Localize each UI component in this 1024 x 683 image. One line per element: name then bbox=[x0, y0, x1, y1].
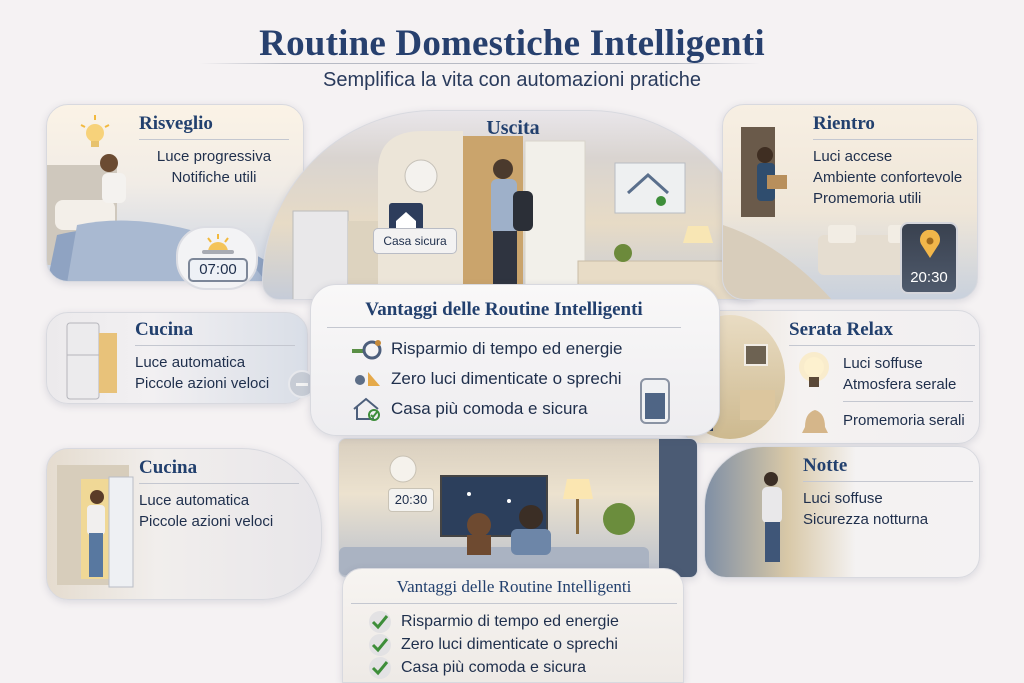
benefit-item: Casa più comoda e sicura bbox=[319, 394, 689, 424]
benefits-panel-bottom: Vantaggi delle Routine Intelligenti Risp… bbox=[342, 568, 684, 683]
card-line: Piccole azioni veloci bbox=[135, 375, 270, 392]
alarm-clock-badge: 07:00 bbox=[176, 226, 258, 290]
check-icon bbox=[369, 610, 391, 633]
card-uscita: Uscita bbox=[262, 110, 762, 300]
living-clock-display: 20:30 bbox=[388, 488, 434, 512]
benefit-label: Zero luci dimenticate o sprechi bbox=[401, 635, 618, 653]
benefits-panel-center: Vantaggi delle Routine Intelligenti Risp… bbox=[310, 284, 720, 436]
benefit-label: Casa più comoda e sicura bbox=[391, 399, 588, 418]
timer-plug-icon bbox=[349, 337, 385, 361]
card-title: Notte bbox=[803, 455, 973, 482]
card-line: Sicurezza notturna bbox=[803, 511, 929, 528]
card-title: Cucina bbox=[135, 319, 295, 346]
smart-device-icon bbox=[640, 378, 670, 424]
card-title: Rientro bbox=[813, 113, 973, 140]
light-off-icon bbox=[349, 367, 385, 391]
benefits-title: Vantaggi delle Routine Intelligenti bbox=[351, 577, 677, 604]
card-line: Luci soffuse bbox=[843, 355, 923, 372]
card-title: Serata Relax bbox=[789, 319, 975, 346]
card-cucina: Cucina Luce automatica Piccole azioni ve… bbox=[46, 312, 308, 404]
sunrise-icon bbox=[202, 234, 234, 254]
card-notte: Notte Luci soffuse Sicurezza notturna bbox=[704, 446, 980, 578]
card-line: Piccole azioni veloci bbox=[139, 513, 274, 530]
card-line: Luce progressiva bbox=[156, 148, 272, 165]
home-check-icon bbox=[349, 397, 385, 421]
card-title: Cucina bbox=[139, 457, 299, 484]
card-line: Notifiche utili bbox=[171, 169, 257, 186]
benefit-item: Risparmio di tempo ed energie bbox=[319, 334, 689, 364]
night-walk-scene bbox=[762, 472, 782, 562]
card-title: Risveglio bbox=[139, 113, 289, 140]
benefit-item: Zero luci dimenticate o sprechi bbox=[319, 364, 689, 394]
card-line: Luci accese bbox=[813, 148, 893, 165]
check-icon bbox=[369, 656, 391, 679]
phone-time: 20:30 bbox=[910, 269, 948, 286]
card-line: Ambiente confortevole bbox=[813, 169, 963, 186]
title-divider bbox=[200, 63, 760, 64]
page-title: Routine Domestiche Intelligenti bbox=[259, 23, 765, 64]
check-icon bbox=[369, 633, 391, 656]
benefit-label: Casa più comoda e sicura bbox=[401, 658, 586, 676]
benefit-item: Risparmio di tempo ed energie bbox=[343, 610, 683, 633]
benefit-label: Risparmio di tempo ed energie bbox=[401, 612, 619, 630]
card-line: Atmosfera serale bbox=[843, 374, 973, 402]
pantry-scene bbox=[57, 465, 134, 588]
bell-icon bbox=[802, 410, 828, 433]
casa-sicura-badge: Casa sicura bbox=[373, 228, 457, 254]
benefit-label: Zero luci dimenticate o sprechi bbox=[391, 369, 622, 388]
location-pin-icon bbox=[920, 230, 940, 258]
light-bulb-icon bbox=[80, 115, 110, 147]
benefit-item: Zero luci dimenticate o sprechi bbox=[343, 633, 683, 656]
page-subtitle: Semplifica la vita con automazioni prati… bbox=[323, 69, 701, 91]
phone-badge: 20:30 bbox=[900, 222, 958, 294]
card-serata-relax: Serata Relax Luci soffuse Atmosfera sera… bbox=[680, 310, 980, 444]
benefits-title: Vantaggi delle Routine Intelligenti bbox=[327, 299, 681, 328]
alarm-time: 07:00 bbox=[188, 258, 248, 282]
card-line: Promemoria utili bbox=[813, 190, 922, 207]
card-line: Luce automatica bbox=[135, 354, 246, 371]
card-cucina-door: Cucina Luce automatica Piccole azioni ve… bbox=[46, 448, 322, 600]
benefit-label: Risparmio di tempo ed energie bbox=[391, 339, 623, 358]
card-line: Luce automatica bbox=[139, 492, 250, 509]
light-bulb-icon bbox=[799, 352, 829, 387]
card-title: Uscita bbox=[486, 117, 540, 139]
benefit-item: Casa più comoda e sicura bbox=[343, 656, 683, 679]
fridge-icon bbox=[66, 322, 117, 400]
card-line: Luci soffuse bbox=[803, 490, 883, 507]
card-line: Promemoria serali bbox=[843, 412, 965, 429]
